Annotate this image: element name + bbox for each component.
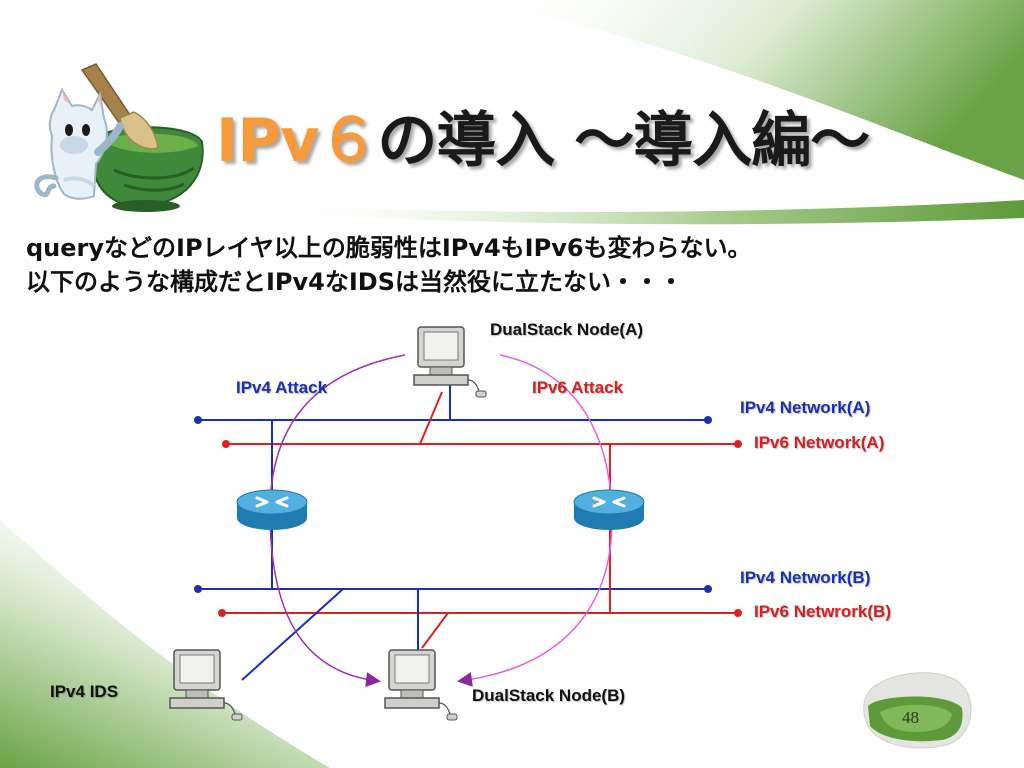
ipv4-network-b-line: [194, 585, 712, 593]
router-icon: [572, 488, 646, 532]
ipv4-attack-label: IPv4 Attack: [236, 378, 328, 397]
cat-mascot-icon: [34, 63, 204, 212]
page-number: 48: [902, 708, 919, 727]
header-band: [250, 200, 1024, 225]
ipv4-network-a-line: [194, 416, 712, 424]
computer-icon: [384, 649, 458, 721]
node-a-label: DualStack Node(A): [490, 320, 644, 339]
ipv6-network-a-line: [222, 440, 742, 448]
title-accent: IPv６: [216, 106, 378, 176]
node-b-label: DualStack Node(B): [472, 686, 626, 705]
body-line-2: 以下のような構成だとIPv4なIDSは当然役に立たない・・・: [26, 268, 683, 296]
tea-bowl-icon: [92, 126, 204, 212]
ipv6-network-b-label: IPv6 Netwrork(B): [754, 602, 891, 621]
router-icon: [235, 488, 309, 532]
top-right-green-swoosh: [470, 0, 1024, 180]
node-a-ipv6-link: [419, 391, 443, 445]
bottom-left-green-swoosh: [0, 520, 330, 768]
slide-title: IPv６の導入 ～導入編～: [216, 92, 870, 179]
ipv6-attack-label: IPv6 Attack: [532, 378, 624, 397]
ipv4-network-a-label: IPv4 Network(A): [740, 398, 871, 417]
ipv6-network-b-line: [218, 609, 742, 617]
computer-icon: [169, 649, 243, 721]
ipv6-network-a-label: IPv6 Network(A): [754, 433, 885, 452]
ids-label: IPv4 IDS: [50, 682, 119, 701]
ids-ipv4-link: [241, 588, 344, 681]
node-b-ipv6-link: [421, 612, 449, 649]
body-line-1: queryなどのIPレイヤ以上の脆弱性はIPv4もIPv6も変わらない。: [26, 234, 752, 262]
ipv4-network-b-label: IPv4 Network(B): [740, 568, 871, 587]
title-rest: の導入 ～導入編～: [377, 106, 870, 176]
